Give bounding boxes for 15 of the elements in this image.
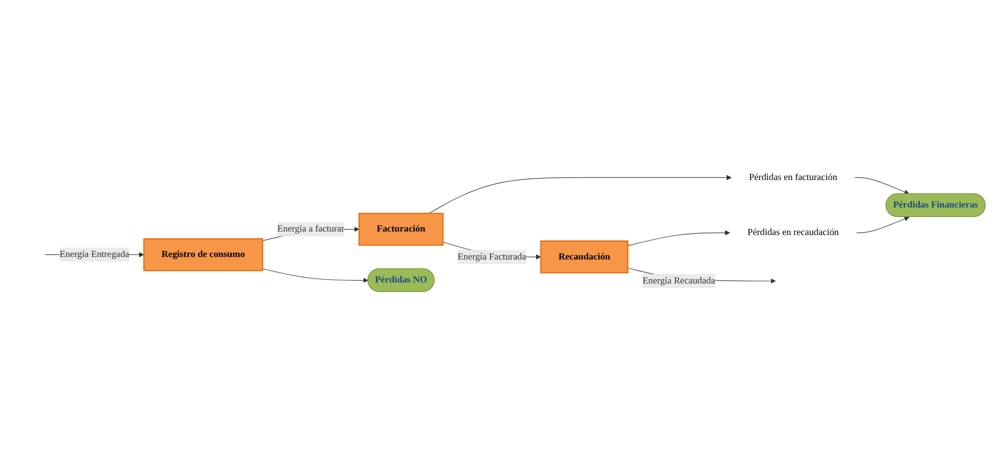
arrow [854,178,910,195]
node-box [358,213,444,246]
edge-label: Energía Recaudada [642,276,716,286]
node-box [143,238,264,272]
arrow [856,216,910,234]
arrow [428,175,732,214]
arrow [628,230,730,246]
node-box [540,240,628,274]
arrow [262,268,368,284]
edge-label: Energía Facturada [458,252,526,262]
node-text: Pérdidas en facturación [749,172,838,183]
edge-label: Energía a facturar [277,224,344,234]
node-text: Pérdidas en recaudación [747,228,839,238]
edge-label: Energía Entregada [60,250,130,260]
flow-diagram: Energía Entregada Energía a facturar Energía Facturada Energía Recaudada Registro de consumo Facturación Recaudación Pérdidas NO Pérdidas en facturación Pérdidas en recaudación Pérdidas Financieras [5,157,990,297]
